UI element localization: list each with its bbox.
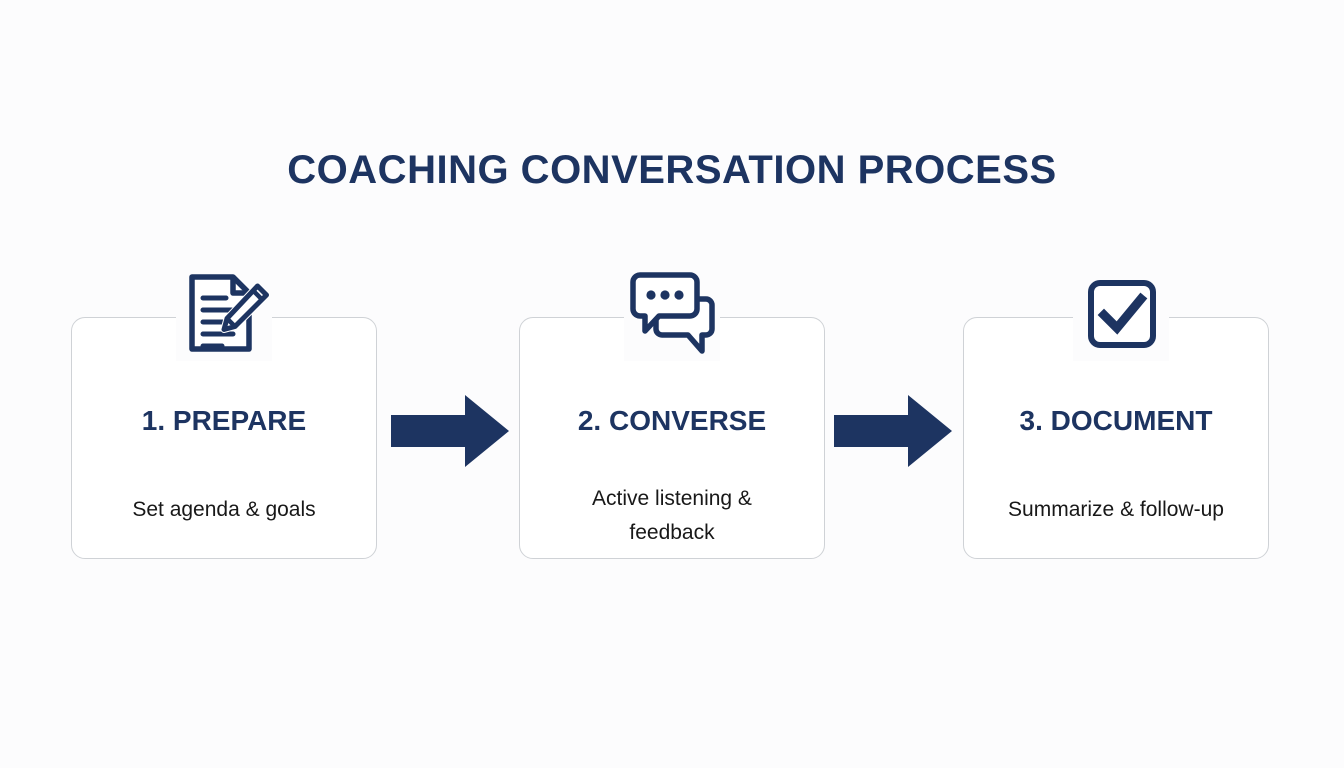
- document-pencil-icon: [176, 265, 272, 361]
- process-flow: 1. PREPARE Set agenda & goals 2. CONVERS…: [0, 265, 1344, 565]
- page-title: COACHING CONVERSATION PROCESS: [287, 148, 1057, 192]
- step-description-document: Summarize & follow-up: [1008, 498, 1224, 521]
- arrow-right-icon: [391, 395, 509, 467]
- checkbox-check-icon: [1073, 265, 1169, 361]
- step-heading-converse: 2. CONVERSE: [577, 405, 767, 436]
- arrow-right-icon: [834, 395, 952, 467]
- step-heading-document: 3. DOCUMENT: [1019, 405, 1213, 436]
- speech-bubbles-icon: [624, 265, 720, 361]
- step-description-prepare: Set agenda & goals: [132, 498, 316, 521]
- step-description-converse: Active listening & feedback: [592, 487, 752, 544]
- step-heading-prepare: 1. PREPARE: [141, 405, 307, 436]
